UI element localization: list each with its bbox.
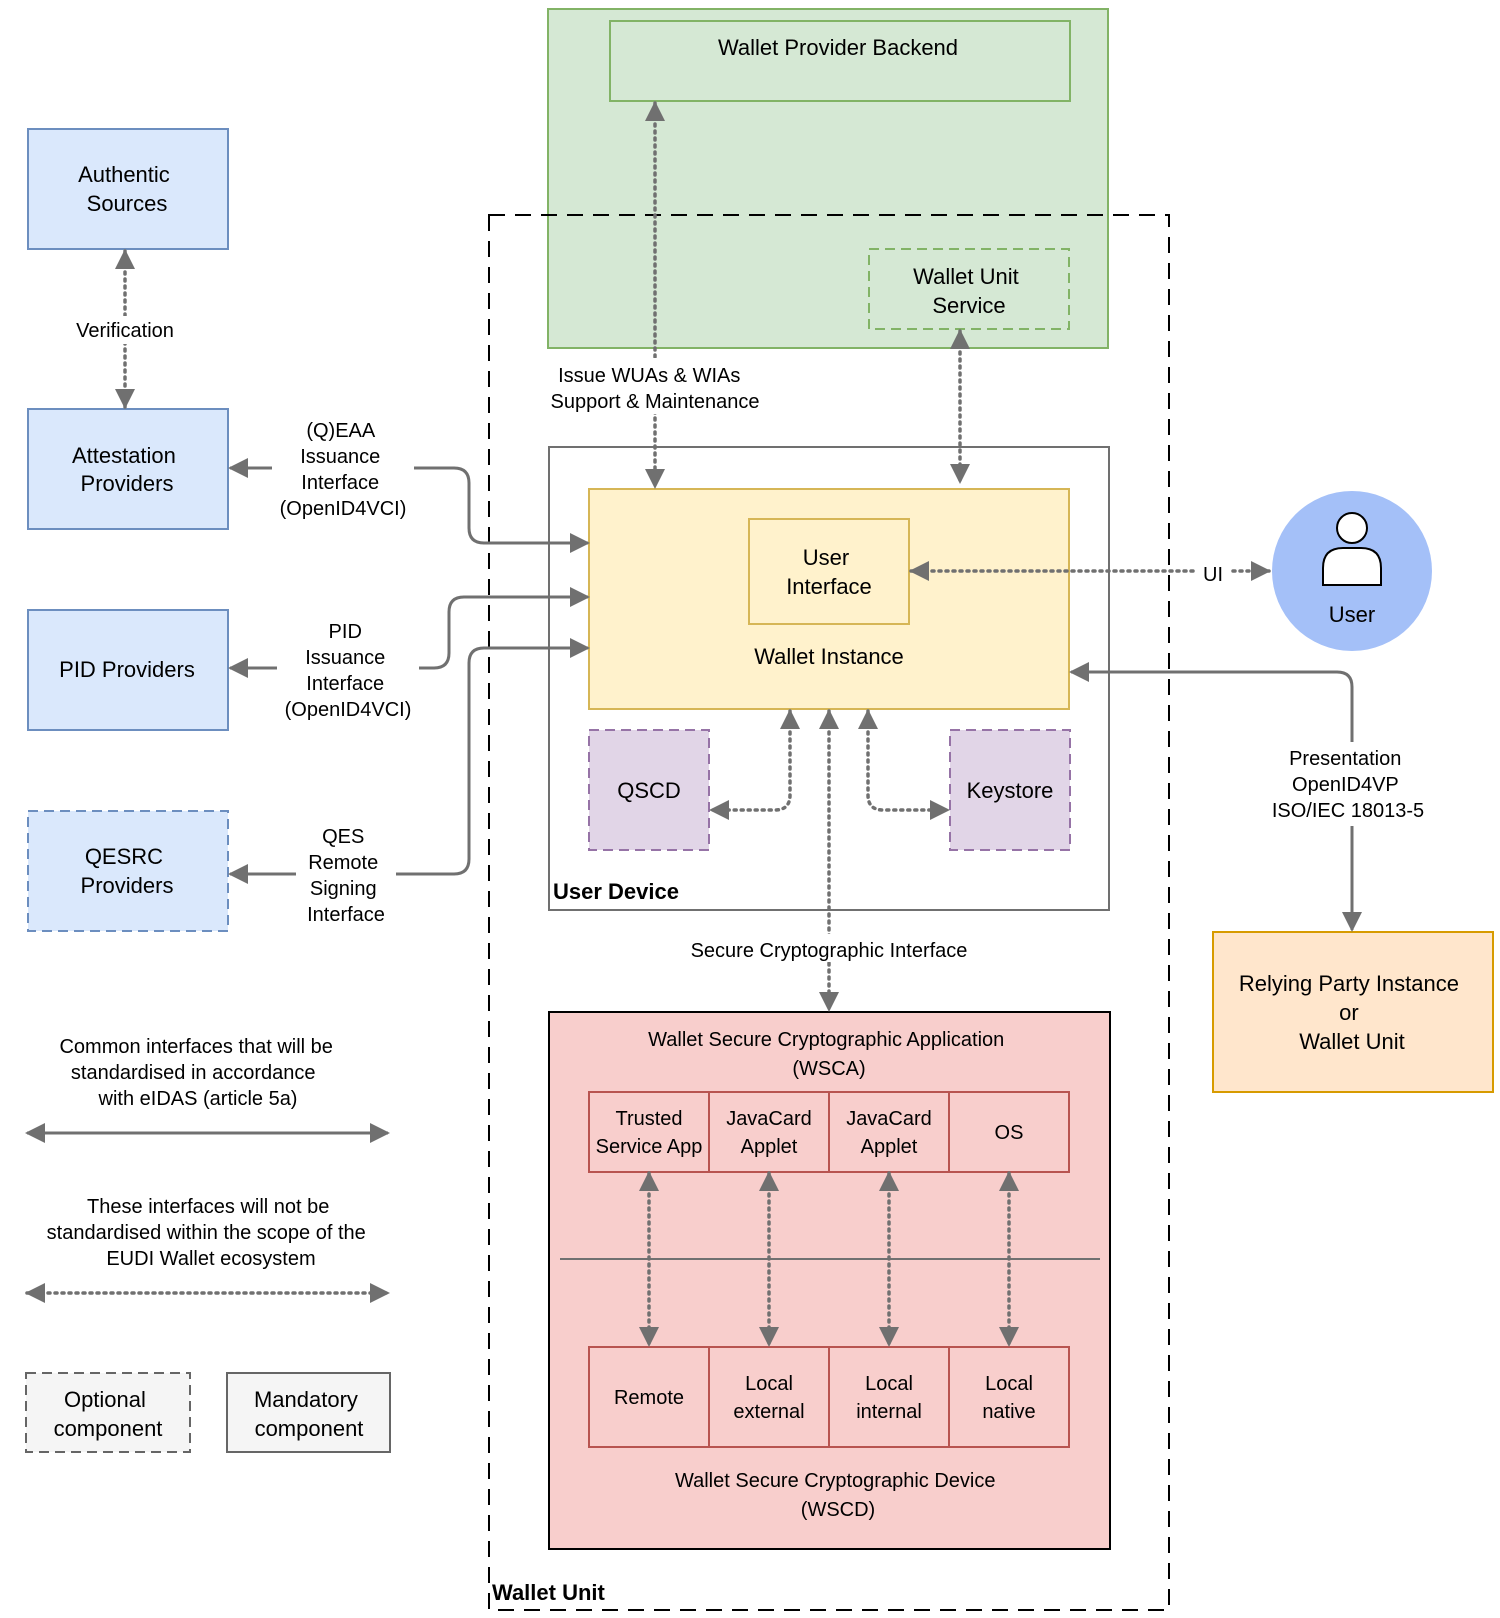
wsca-title: Wallet Secure Cryptographic Application … [648,1029,1010,1080]
svg-text:PID Issuance Inter: PID Issuance Interface (OpenID4VCI) [285,621,412,721]
svg-text:(Q)EAA Issuance In: (Q)EAA Issuance Interface (OpenID4VCI) [280,420,407,520]
relying-party-box [1212,931,1494,1093]
presentation-arrow [1069,662,1362,932]
legend-optional-label: Optional component [54,1387,163,1441]
qeaa-label: (Q)EAA Issuance Interface (OpenID4VCI) [272,412,414,520]
qeaa-arrow [228,458,590,553]
pid-label: PID Issuance Interface (OpenID4VCI) [277,613,419,721]
legend-mandatory-label: Mandatory component [254,1387,364,1441]
user-interface-label: User Interface [786,545,872,599]
wallet-unit-service-label: Wallet Unit Service [913,264,1025,318]
attestation-providers-box [27,408,229,530]
verification-label: Verification [68,316,183,344]
svg-text:Issue WUAs & WIAs Suppor: Issue WUAs & WIAs Support & Maintenance [550,365,759,413]
wsca-cell [828,1091,950,1173]
qscd-arrow [709,709,800,820]
user-icon [1322,512,1382,586]
secure-crypto-label: Secure Cryptographic Interface [672,934,986,962]
wallet-provider-backend-box [609,20,1071,102]
wallet-unit-service-box [868,248,1070,330]
qscd-label: QSCD [617,778,681,803]
pid-providers-label: PID Providers [59,657,195,682]
user-interface-box [748,518,910,625]
qesrc-providers-box [27,810,229,932]
user-label: User [1329,602,1375,627]
qesrc-providers-label: QESRC Providers [81,844,174,898]
wscd-cell [588,1346,710,1448]
wscd-title: Wallet Secure Cryptographic Device (WSCD… [675,1470,1001,1521]
relying-party-label: Relying Party Instance or Wallet Unit [1239,971,1465,1054]
legend-not-standard-text: These interfaces will not be standardise… [47,1196,372,1270]
wallet-instance-label: Wallet Instance [754,644,904,669]
authentic-sources-label: Authentic Sources [78,162,176,216]
presentation-label: Presentation OpenID4VP ISO/IEC 18013-5 [1258,742,1438,826]
user-device-label: User Device [553,879,679,904]
svg-text:Verification: Verification [76,320,174,342]
authentic-sources-box [27,128,229,250]
legend-mandatory-box [226,1372,391,1453]
wscd-cell [708,1346,830,1448]
issue-wuas-label: Issue WUAs & WIAs Support & Maintenance [537,358,775,414]
svg-text:Presentation OpenID4VP: Presentation OpenID4VP ISO/IEC 18013-5 [1272,748,1424,822]
qes-label: QES Remote Signing Interface [296,818,396,926]
svg-text:Secure Cryptographic Interface: Secure Cryptographic Interface [691,940,968,962]
wsca-cell-label: OS [995,1122,1024,1144]
attestation-providers-label: Attestation Providers [72,443,182,496]
keystore-arrow [858,709,950,820]
legend-optional-box [25,1372,191,1453]
wscd-cell-label: Remote [614,1387,684,1409]
wallet-provider-backend-label: Wallet Provider Backend [718,35,958,60]
wscd-cell [948,1346,1070,1448]
wsca-cell [588,1091,710,1173]
svg-text:UI: UI [1203,564,1223,586]
keystore-label: Keystore [967,778,1054,803]
ui-label: UI [1196,558,1230,586]
svg-text:QES Remote Signing: QES Remote Signing Interface [307,826,385,926]
wallet-unit-boundary [488,214,1170,1611]
qes-arrow [228,638,590,884]
wallet-unit-label: Wallet Unit [492,1580,606,1605]
wscd-cell [828,1346,950,1448]
pid-providers-box [27,609,229,731]
legend-common-text: Common interfaces that will be standardi… [59,1036,338,1110]
wsca-cell [708,1091,830,1173]
